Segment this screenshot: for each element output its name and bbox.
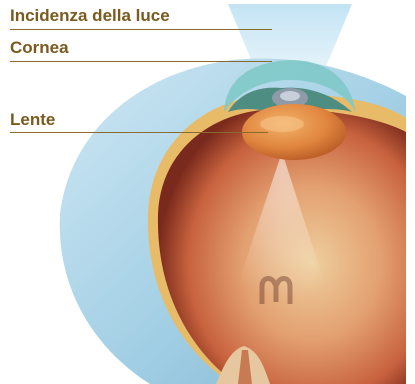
leader-line-lens <box>10 132 268 133</box>
leader-line-cornea <box>10 61 272 62</box>
label-cornea: Cornea <box>10 38 69 58</box>
label-light-incidence: Incidenza della luce <box>10 6 170 26</box>
label-lens: Lente <box>10 110 55 130</box>
leader-line-light <box>10 29 272 30</box>
